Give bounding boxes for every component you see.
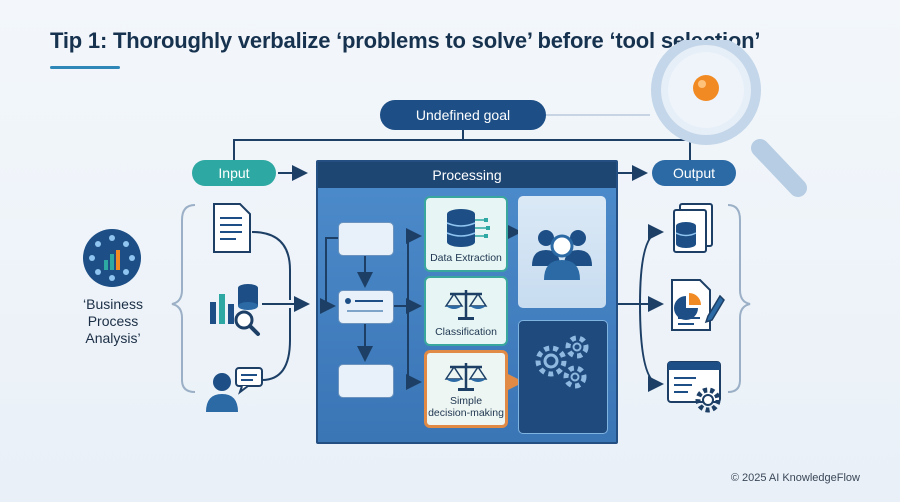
people-icon: [532, 230, 592, 280]
form-icon: [345, 298, 383, 312]
gears-icon: [535, 335, 589, 389]
process-step-box: [338, 222, 394, 256]
document-icon: [213, 203, 251, 253]
title-underline: [50, 66, 120, 69]
simple-decision-making-card: Simple decision-making: [424, 350, 508, 428]
data-extraction-label: Data Extraction: [430, 252, 502, 264]
settings-window-icon: [667, 361, 721, 413]
classification-card: Classification: [424, 276, 508, 346]
scales-icon: [444, 363, 488, 391]
data-extraction-card: Data Extraction: [424, 196, 508, 272]
people-panel: [518, 196, 606, 308]
output-pill: Output: [652, 160, 736, 186]
chart-search-icon: [210, 284, 260, 336]
business-process-analysis-label: ‘Business Process Analysis’: [58, 296, 168, 347]
database-icon: [446, 209, 490, 247]
scales-icon: [444, 290, 488, 320]
processing-header: Processing: [318, 162, 616, 188]
simple-decision-making-label: Simple decision-making: [428, 395, 504, 419]
user-chat-icon: [206, 367, 263, 412]
undefined-goal-pill: Undefined goal: [380, 100, 546, 130]
copyright-text: © 2025 AI KnowledgeFlow: [730, 472, 860, 484]
gears-panel: [518, 320, 608, 434]
page-title: Tip 1: Thoroughly verbalize ‘problems to…: [50, 28, 761, 53]
input-pill: Input: [192, 160, 276, 186]
report-icon: [671, 279, 725, 331]
bpa-text: ‘Business Process Analysis’: [83, 296, 143, 346]
network-chart-icon: [83, 229, 141, 287]
classification-label: Classification: [435, 326, 497, 338]
magnifier-icon: [651, 40, 807, 197]
database-icon: [673, 203, 713, 253]
process-step-box: [338, 364, 394, 398]
process-step-box: [338, 290, 394, 324]
